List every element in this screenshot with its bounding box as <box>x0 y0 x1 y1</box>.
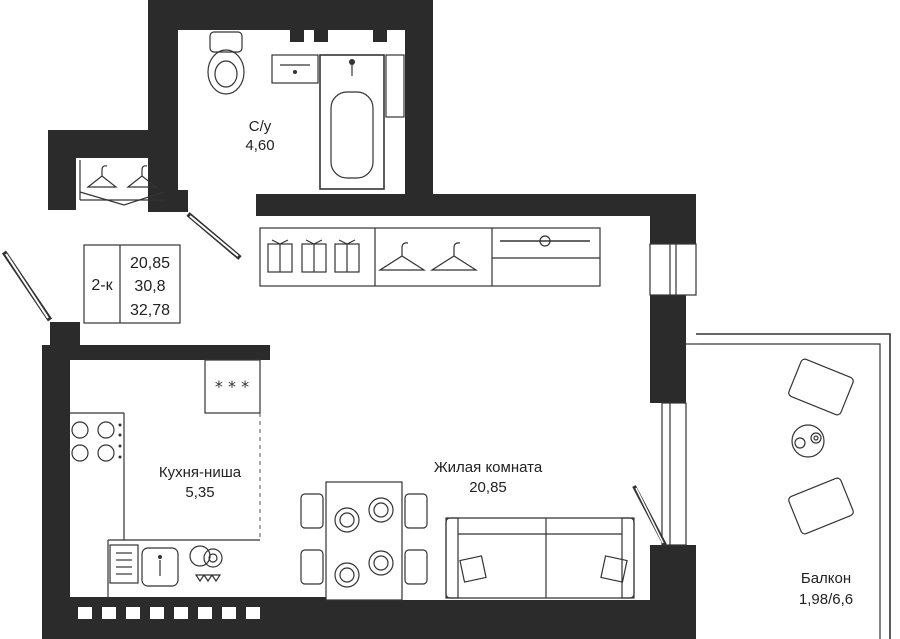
entry-wardrobe <box>79 160 165 206</box>
kitchen-appliance <box>189 545 223 583</box>
balcony-door <box>632 402 687 546</box>
kitchen-counter: * * * <box>70 359 261 597</box>
total-area-value: 30,8 <box>134 278 165 295</box>
entry-door <box>1 250 53 322</box>
bathtub <box>319 54 385 190</box>
cooktop <box>71 421 122 462</box>
room-label-kitchen: Кухня-ниша 5,35 <box>159 464 242 501</box>
sofa <box>445 517 635 599</box>
toilet <box>207 31 245 95</box>
room-name-kitchen: Кухня-ниша <box>159 464 242 481</box>
bathroom-cabinet <box>385 54 405 118</box>
room-area-living: 20,85 <box>469 479 507 496</box>
bathroom-door <box>186 212 242 260</box>
area-with-balcony-value: 32,78 <box>130 302 170 319</box>
hob-marks: * * * <box>215 377 249 396</box>
kitchen-sink <box>109 544 179 587</box>
room-area-balcony: 1,98/6,6 <box>799 591 853 608</box>
walls <box>42 0 696 639</box>
room-name-living: Жилая комната <box>434 459 543 476</box>
room-name-balcony: Балкон <box>801 570 851 587</box>
living-area-value: 20,85 <box>130 255 170 272</box>
room-area-kitchen: 5,35 <box>185 484 214 501</box>
dining-set <box>300 481 428 601</box>
room-label-living: Жилая комната 20,85 <box>434 459 543 496</box>
room-name-bathroom: С/у <box>249 118 272 135</box>
bathroom-sink <box>271 54 319 84</box>
bottom-windows <box>78 607 260 619</box>
apartment-summary: 2-к 20,85 30,8 32,78 <box>83 244 181 324</box>
balcony <box>686 333 891 639</box>
apartment-type: 2-к <box>91 277 113 294</box>
room-label-balcony: Балкон 1,98/6,6 <box>799 570 853 608</box>
window-right-upper <box>649 243 697 296</box>
room-wardrobe <box>259 227 601 287</box>
room-label-bathroom: С/у 4,60 <box>245 118 274 154</box>
room-area-bathroom: 4,60 <box>245 137 274 154</box>
